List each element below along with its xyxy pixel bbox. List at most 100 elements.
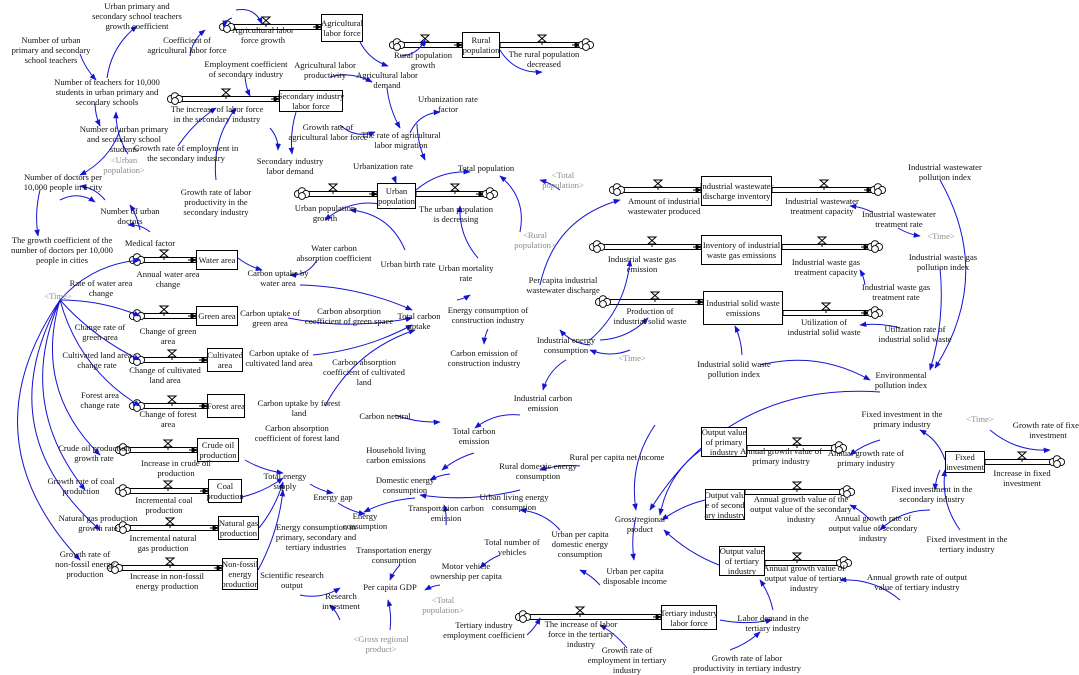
variable-carbon-uptake-water-area[interactable]: Carbon uptake by water area bbox=[247, 268, 309, 288]
variable-annual-growth-value-tertiary[interactable]: Annual growth value of output value of t… bbox=[763, 563, 845, 593]
variable-motor-vehicle-ownership[interactable]: Motor vehicle ownership per capita bbox=[430, 561, 502, 581]
stock-industrial-solid-waste-emissions[interactable]: Industrial solid waste emissions bbox=[703, 291, 783, 325]
variable-agricultural-labor-productivity[interactable]: Agricultural labor productivity bbox=[294, 60, 356, 80]
variable-domestic-energy-consumption[interactable]: Domestic energy consumption bbox=[375, 475, 435, 495]
variable-coef-agricultural-labor-force[interactable]: Coefficient of agricultural labor force bbox=[147, 35, 227, 55]
variable-incremental-coal-production[interactable]: Incremental coal production bbox=[135, 495, 193, 515]
variable-total-energy-supply[interactable]: Total energy supply bbox=[263, 471, 307, 491]
variable-energy-consumption-construction[interactable]: Energy consumption of construction indus… bbox=[447, 305, 529, 325]
variable-industrial-wastewater-treatment-rate[interactable]: Industrial wastewater treatment rate bbox=[862, 209, 936, 229]
variable-annual-water-area-change[interactable]: Annual water area change bbox=[136, 269, 200, 289]
variable-doctors-growth-coef[interactable]: The growth coefficient of the number of … bbox=[11, 235, 113, 265]
variable-rural-population-shadow[interactable]: <Rural population> bbox=[514, 230, 556, 250]
variable-change-of-forest-area[interactable]: Change of forest area bbox=[139, 409, 197, 429]
variable-amount-industrial-wastewater[interactable]: Amount of industrial wastewater produced bbox=[627, 196, 701, 216]
variable-crude-oil-production-growth-rate[interactable]: Crude oil production growth rate bbox=[58, 443, 130, 463]
variable-employment-coef-secondary[interactable]: Employment coefficient of secondary indu… bbox=[204, 59, 288, 79]
variable-rate-agricultural-labor-migration[interactable]: The rate of agricultural labor migration bbox=[361, 130, 441, 150]
variable-carbon-absorption-coef-forest-land[interactable]: Carbon absorption coefficient of forest … bbox=[254, 423, 340, 443]
variable-agricultural-labor-demand[interactable]: Agricultural labor demand bbox=[356, 70, 418, 90]
stock-urban-population[interactable]: Urban population bbox=[377, 183, 416, 209]
variable-rural-population-decreased[interactable]: The rural population decreased bbox=[508, 49, 580, 69]
variable-increase-labor-force-tertiary[interactable]: The increase of labor force in the terti… bbox=[544, 619, 618, 649]
stock-industrial-wastewater-discharge-inventory[interactable]: Industrial wastewater discharge inventor… bbox=[700, 176, 773, 206]
stock-green-area[interactable]: Green area bbox=[196, 306, 238, 326]
variable-rate-water-area-change[interactable]: Rate of water area change bbox=[69, 278, 133, 298]
stock-agricultural-labor-force[interactable]: Agricultural labor force bbox=[321, 14, 363, 42]
variable-industrial-waste-gas-emission[interactable]: Industrial waste gas emission bbox=[607, 254, 677, 274]
variable-total-carbon-uptake[interactable]: Total carbon uptake bbox=[397, 311, 441, 331]
variable-agricultural-labor-force-growth[interactable]: Agricultural labor force growth bbox=[232, 25, 294, 45]
variable-carbon-uptake-forest-land[interactable]: Carbon uptake by forest land bbox=[257, 398, 341, 418]
variable-teachers-per-10000[interactable]: Number of teachers for 10,000 students i… bbox=[54, 77, 160, 107]
variable-total-number-of-vehicles[interactable]: Total number of vehicles bbox=[484, 537, 540, 557]
variable-growth-rate-coal-production[interactable]: Growth rate of coal production bbox=[47, 476, 115, 496]
variable-rural-population-growth[interactable]: Rural population growth bbox=[394, 50, 452, 70]
variable-annual-growth-rate-tertiary[interactable]: Annual growth rate of output value of te… bbox=[866, 572, 968, 592]
variable-num-urban-school-students[interactable]: Number of urban primary and secondary sc… bbox=[79, 124, 169, 154]
variable-growth-rate-fixed-investment[interactable]: Growth rate of fixed investment bbox=[1012, 420, 1079, 440]
variable-natural-gas-production-growth-rate[interactable]: Natural gas production growth rate bbox=[58, 513, 138, 533]
variable-gross-regional-product[interactable]: Gross regional product bbox=[614, 514, 666, 534]
variable-forest-area-change-rate[interactable]: Forest area change rate bbox=[80, 390, 120, 410]
variable-carbon-absorption-coef-cultivated-land[interactable]: Carbon absorption coefficient of cultiva… bbox=[323, 357, 405, 387]
stock-secondary-industry-labor-force[interactable]: Secondary industry labor force bbox=[277, 90, 345, 112]
variable-energy-gap[interactable]: Energy gap bbox=[313, 492, 353, 502]
variable-utilization-industrial-solid-waste[interactable]: Utilization of industrial solid waste bbox=[787, 317, 861, 337]
variable-change-rate-green-area[interactable]: Change rate of green area bbox=[74, 322, 126, 342]
variable-annual-growth-value-primary[interactable]: Annual growth value of primary industry bbox=[740, 446, 822, 466]
variable-industrial-energy-consumption[interactable]: Industrial energy consumption bbox=[536, 335, 596, 355]
stock-output-value-of-tertiary-industry[interactable]: Output value of tertiary industry bbox=[719, 546, 765, 576]
variable-urban-birth-rate[interactable]: Urban birth rate bbox=[380, 259, 436, 269]
variable-doctors-per-10000[interactable]: Number of doctors per 10,000 people in a… bbox=[23, 172, 103, 192]
variable-research-investment[interactable]: Research investment bbox=[322, 591, 360, 611]
variable-fixed-investment-primary[interactable]: Fixed investment in the primary industry bbox=[861, 409, 943, 429]
variable-increase-fixed-investment[interactable]: Increase in fixed investment bbox=[993, 468, 1051, 488]
stock-non-fossil-energy-production[interactable]: Non-fossil energy production bbox=[221, 558, 259, 590]
variable-energy-consumption[interactable]: Energy consumption bbox=[342, 511, 388, 531]
variable-num-urban-doctors[interactable]: Number of urban doctors bbox=[100, 206, 160, 226]
variable-scientific-research-output[interactable]: Scientific research output bbox=[260, 570, 324, 590]
variable-growth-rate-labor-productivity-tertiary[interactable]: Growth rate of labor productivity in ter… bbox=[692, 653, 802, 673]
variable-environmental-pollution-index[interactable]: Environmental pollution index bbox=[874, 370, 928, 390]
variable-growth-rate-labor-productivity-secondary[interactable]: Growth rate of labor productivity in the… bbox=[180, 187, 252, 217]
variable-time-shadow-1[interactable]: <Time> bbox=[44, 291, 72, 301]
variable-labor-demand-tertiary[interactable]: Labor demand in the tertiary industry bbox=[737, 613, 809, 633]
variable-increase-crude-oil-production[interactable]: Increase in crude oil production bbox=[141, 458, 211, 478]
variable-industrial-waste-gas-pollution-index[interactable]: Industrial waste gas pollution index bbox=[908, 252, 978, 272]
variable-num-urban-school-teachers[interactable]: Number of urban primary and secondary sc… bbox=[11, 35, 91, 65]
variable-urban-population-growth[interactable]: Urban population growth bbox=[294, 203, 356, 223]
stock-crude-oil-production[interactable]: Crude oil production bbox=[197, 438, 239, 462]
variable-total-population[interactable]: Total population bbox=[457, 163, 515, 173]
variable-increase-non-fossil-production[interactable]: Increase in non-fossil energy production bbox=[130, 571, 204, 591]
variable-industrial-wastewater-pollution-index[interactable]: Industrial wastewater pollution index bbox=[908, 162, 982, 182]
variable-urban-per-capita-domestic-energy[interactable]: Urban per capita domestic energy consump… bbox=[551, 529, 609, 559]
variable-annual-growth-rate-secondary[interactable]: Annual growth rate of output value of se… bbox=[828, 513, 918, 543]
stock-natural-gas-production[interactable]: Natural gas production bbox=[218, 516, 259, 540]
variable-time-shadow-2[interactable]: <Time> bbox=[927, 231, 955, 241]
variable-increase-labor-force-secondary[interactable]: The increase of labor force in the secon… bbox=[170, 104, 264, 124]
stock-rural-population[interactable]: Rural population bbox=[462, 32, 500, 58]
stock-water-area[interactable]: Water area bbox=[196, 250, 238, 270]
variable-urban-living-energy-consumption[interactable]: Urban living energy consumption bbox=[479, 492, 549, 512]
variable-urban-mortality-rate[interactable]: Urban mortality rate bbox=[438, 263, 494, 283]
variable-fixed-investment-secondary[interactable]: Fixed investment in the secondary indust… bbox=[891, 484, 973, 504]
variable-growth-rate-employment-secondary[interactable]: Growth rate of employment in the seconda… bbox=[133, 143, 239, 163]
variable-time-shadow-4[interactable]: <Time> bbox=[966, 414, 994, 424]
variable-energy-consumption-primary-secondary-tertiary[interactable]: Energy consumption in primary, secondary… bbox=[275, 522, 357, 552]
stock-fixed-investment[interactable]: Fixed investment bbox=[945, 451, 985, 473]
variable-medical-factor[interactable]: Medical factor bbox=[124, 238, 176, 248]
stock-tertiary-industry-labor-force[interactable]: Tertiary industry labor force bbox=[660, 605, 718, 630]
variable-cultivated-land-area-change-rate[interactable]: Cultivated land area change rate bbox=[62, 350, 132, 370]
variable-incremental-natural-gas-production[interactable]: Incremental natural gas production bbox=[129, 533, 197, 553]
variable-carbon-uptake-cultivated-land[interactable]: Carbon uptake of cultivated land area bbox=[245, 348, 313, 368]
variable-annual-growth-rate-primary[interactable]: Annual growth rate of primary industry bbox=[827, 448, 905, 468]
variable-industrial-waste-gas-treatment-rate[interactable]: Industrial waste gas treatment rate bbox=[861, 282, 931, 302]
variable-industrial-carbon-emission[interactable]: Industrial carbon emission bbox=[513, 393, 573, 413]
variable-rural-domestic-energy-consumption[interactable]: Rural domestic energy consumption bbox=[499, 461, 577, 481]
variable-industrial-waste-gas-treatment-capacity[interactable]: Industrial waste gas treatment capacity bbox=[791, 257, 861, 277]
variable-carbon-uptake-green-area[interactable]: Carbon uptake of green area bbox=[240, 308, 300, 328]
stock-forest-area[interactable]: Forest area bbox=[207, 394, 245, 418]
variable-total-carbon-emission[interactable]: Total carbon emission bbox=[452, 426, 496, 446]
variable-urban-teachers-growth-coef[interactable]: Urban primary and secondary school teach… bbox=[92, 1, 182, 31]
